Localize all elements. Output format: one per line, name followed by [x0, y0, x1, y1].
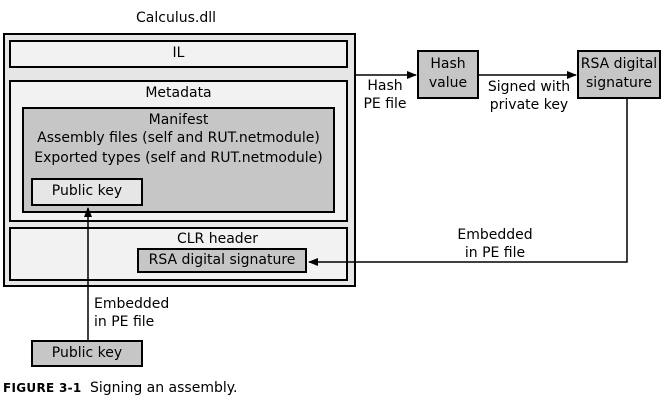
rsa-signature-inner-box — [137, 248, 307, 273]
embedded-right-line2: in PE file — [464, 245, 526, 261]
embedded-left-line2: in PE file — [94, 314, 155, 330]
signed-with-line2: private key — [489, 97, 569, 113]
manifest-exported-types: Exported types (self and RUT.netmodule) — [34, 150, 323, 166]
public-key-bottom-label: Public key — [51, 345, 123, 361]
hash-value-line2: value — [428, 75, 468, 91]
il-box — [9, 40, 348, 68]
metadata-label: Metadata — [145, 85, 212, 101]
rsa-signature-outer-line1: RSA digital — [580, 56, 658, 72]
il-label: IL — [172, 45, 185, 61]
signed-with-line1: Signed with — [487, 79, 571, 95]
hash-value-line1: Hash — [430, 56, 466, 72]
hash-pe-file-line2: PE file — [363, 96, 407, 112]
figure-caption: FIGURE 3-1 Signing an assembly. — [3, 380, 238, 397]
embedded-right-line1: Embedded — [457, 227, 533, 243]
manifest-assembly-files: Assembly files (self and RUT.netmodule) — [37, 130, 320, 146]
public-key-inner-label: Public key — [51, 183, 123, 199]
figure-caption-text: Signing an assembly. — [90, 380, 238, 396]
hash-pe-file-line1: Hash — [367, 78, 403, 94]
clr-header-label: CLR header — [176, 231, 259, 247]
public-key-inner-box — [31, 178, 143, 206]
public-key-bottom-box — [31, 340, 143, 367]
rsa-signature-outer-box — [577, 50, 661, 99]
embedded-left-line1: Embedded — [94, 296, 170, 312]
assembly-title: Calculus.dll — [136, 10, 216, 26]
rsa-signature-inner-label: RSA digital signature — [148, 252, 296, 268]
figure-caption-label: FIGURE 3-1 — [3, 381, 82, 395]
hash-value-box — [417, 50, 479, 99]
manifest-title: Manifest — [148, 112, 209, 128]
rsa-signature-outer-line2: signature — [586, 75, 652, 91]
